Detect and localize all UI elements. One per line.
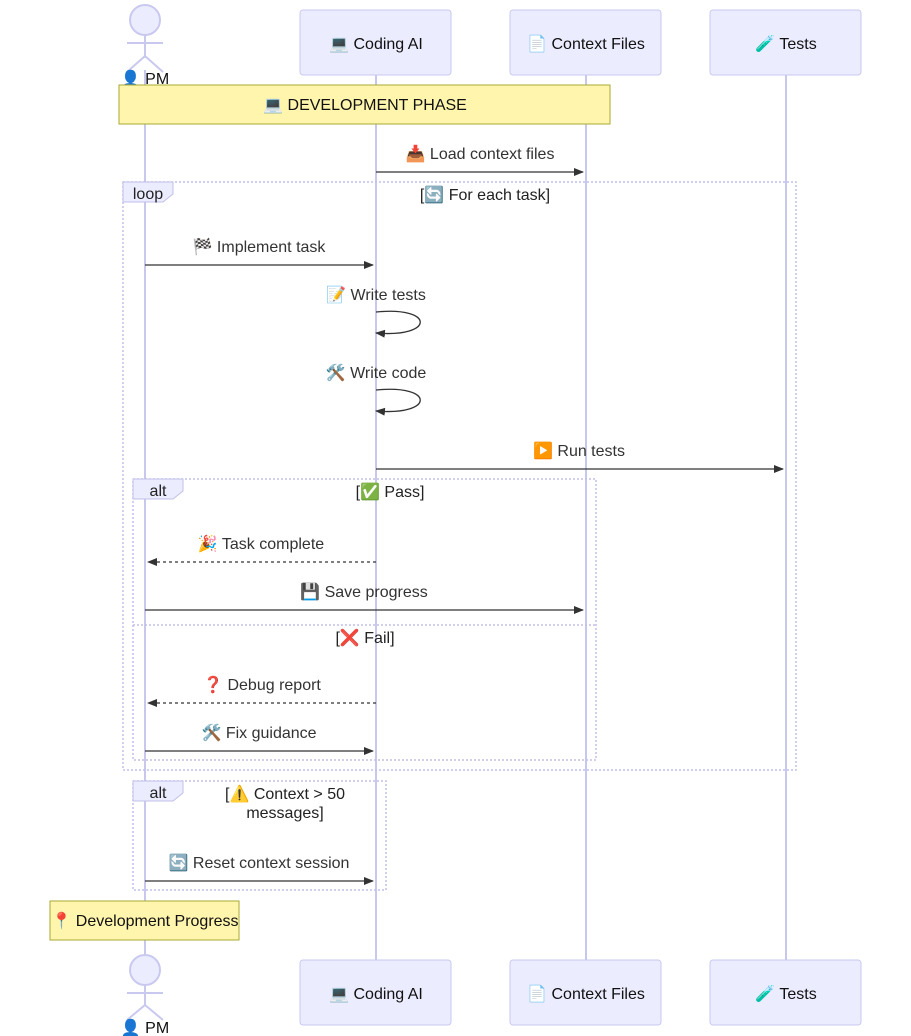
participant-tests-label: 🧪 Tests (755, 35, 816, 53)
participant-coding-ai-bottom[interactable]: 💻 Coding AI (299, 959, 452, 1026)
message-load-context-label: 📥 Load context files (406, 144, 555, 163)
actor-pm-top[interactable]: 👤 PM (121, 4, 169, 88)
note-development-progress: 📍 Development Progress (49, 900, 240, 941)
message-implement-task-label: 🏁 Implement task (193, 237, 327, 256)
loop-frame: loop [🔄 For each task] (122, 181, 797, 771)
loop-frame-label: loop (133, 186, 163, 203)
participant-tests-bottom[interactable]: 🧪 Tests (709, 959, 862, 1026)
alt-frame-2-condition-line2: messages] (246, 805, 323, 822)
participant-coding-ai-top[interactable]: 💻 Coding AI (299, 9, 452, 76)
message-debug-report-label: ❓ Debug report (203, 675, 321, 694)
message-run-tests-label: ▶️ Run tests (533, 441, 625, 460)
alt-frame-context-limit: alt [⚠️ Context > 50 messages] (132, 780, 387, 891)
actor-head-icon (129, 954, 161, 986)
participant-context-files-top[interactable]: 📄 Context Files (509, 9, 662, 76)
message-write-code-arrow (375, 388, 421, 416)
note-development-progress-text: 📍 Development Progress (51, 911, 238, 930)
message-write-tests-label: 📝 Write tests (326, 285, 426, 304)
actor-pm-bottom[interactable]: 👤 PM (121, 954, 169, 1036)
participant-context-files-bottom-label: 📄 Context Files (527, 984, 645, 1003)
participant-context-files-label: 📄 Context Files (527, 34, 645, 53)
alt-frame-pass-condition: [✅ Pass] (356, 482, 425, 501)
participant-tests-top[interactable]: 🧪 Tests (709, 9, 862, 76)
alt-frame-pass-fail: alt [✅ Pass] [❌ Fail] (132, 478, 597, 761)
message-write-code-label: 🛠️ Write code (326, 363, 427, 382)
message-write-tests-arrow (375, 310, 421, 338)
message-fix-guidance-label: 🛠️ Fix guidance (201, 723, 316, 742)
note-development-phase-text: 💻 DEVELOPMENT PHASE (263, 97, 467, 114)
participant-tests-bottom-label: 🧪 Tests (755, 985, 816, 1003)
participant-context-files-bottom[interactable]: 📄 Context Files (509, 959, 662, 1026)
message-task-complete-label: 🎉 Task complete (198, 534, 324, 553)
actor-pm-label: 👤 PM (121, 69, 169, 88)
alt-frame-fail-condition: [❌ Fail] (335, 628, 394, 647)
note-development-phase: 💻 DEVELOPMENT PHASE (118, 84, 611, 125)
alt-frame-2-label: alt (150, 785, 167, 802)
alt-frame-2-condition-line1: [⚠️ Context > 50 (225, 784, 345, 803)
message-save-progress-label: 💾 Save progress (300, 582, 428, 601)
participant-coding-ai-bottom-label: 💻 Coding AI (329, 986, 423, 1003)
participant-coding-ai-label: 💻 Coding AI (329, 36, 423, 53)
actor-head-icon (129, 4, 161, 36)
alt-frame-label: alt (150, 483, 167, 500)
message-reset-context-label: 🔄 Reset context session (169, 853, 350, 872)
loop-frame-condition: [🔄 For each task] (420, 185, 550, 204)
actor-pm-bottom-label: 👤 PM (121, 1018, 169, 1036)
